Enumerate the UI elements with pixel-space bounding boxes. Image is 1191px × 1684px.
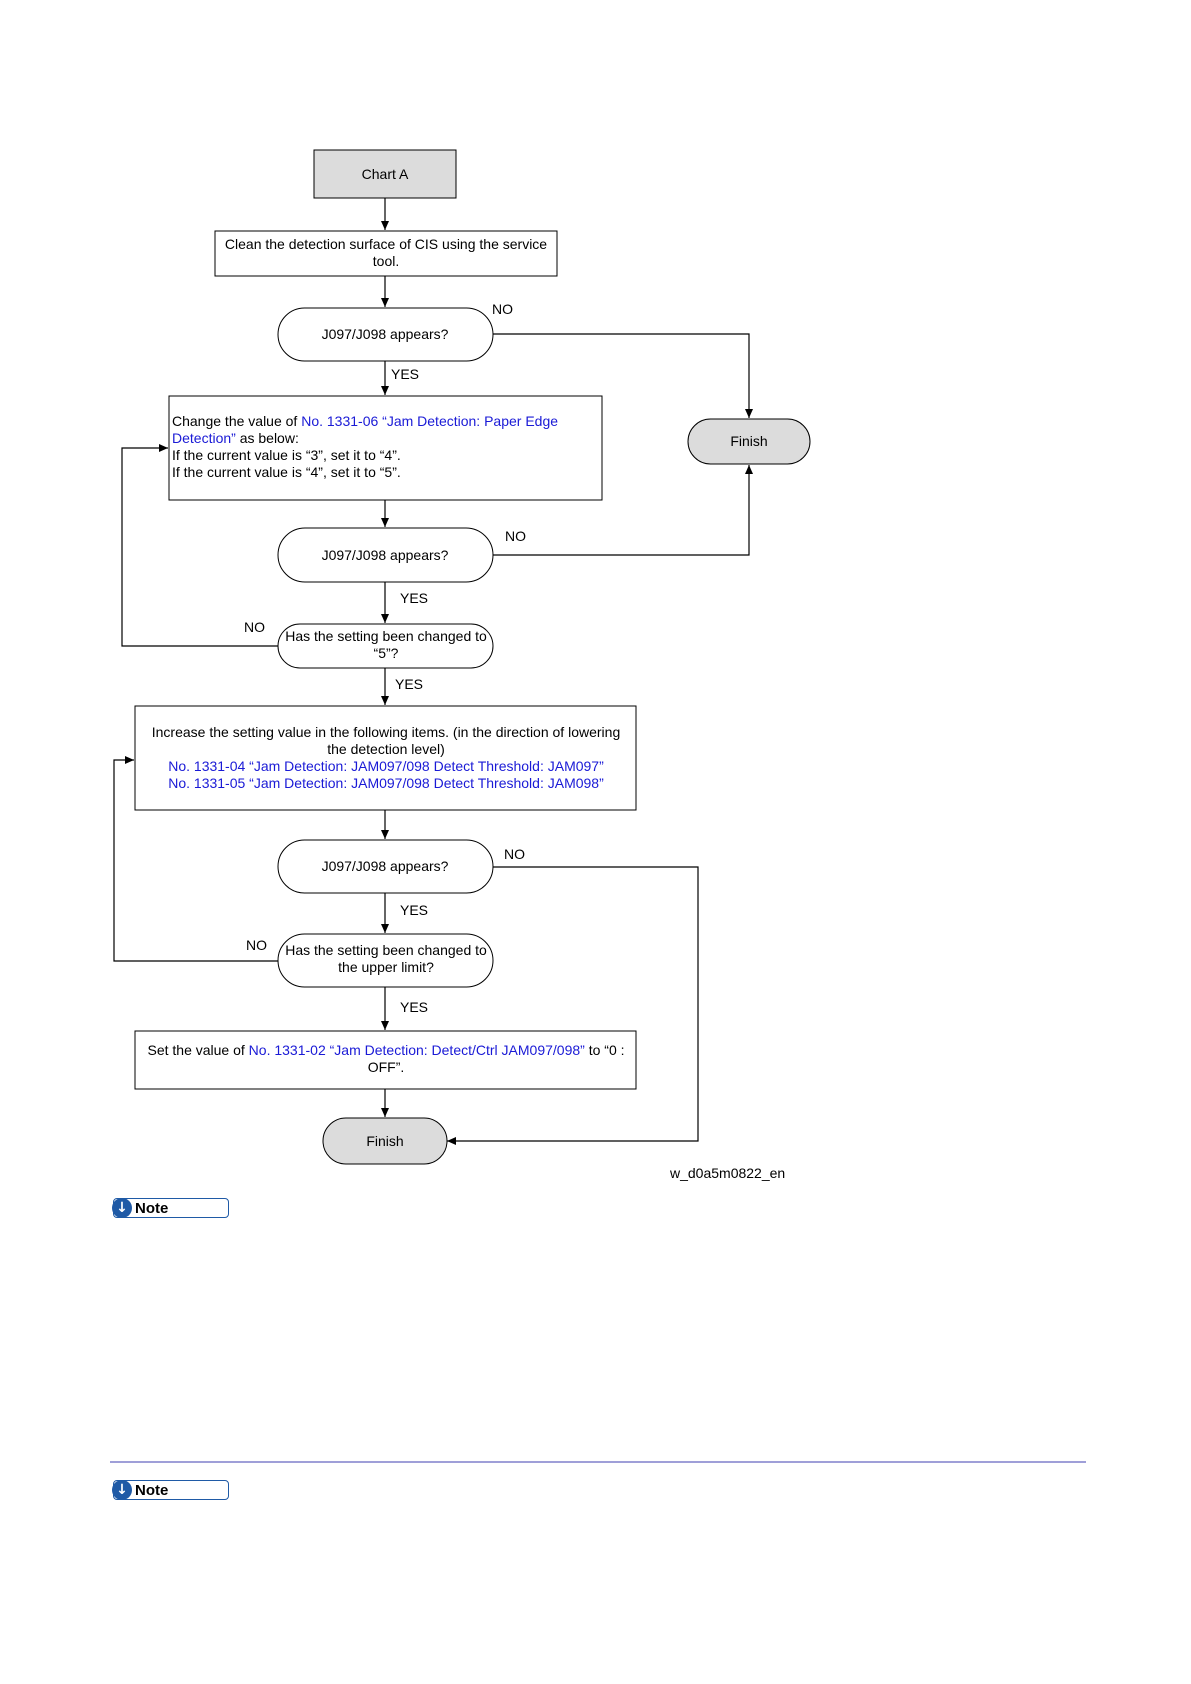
figure-caption: w_d0a5m0822_en — [669, 1165, 785, 1181]
clean-step-line-2: tool. — [373, 253, 399, 269]
change-step-line-2: Detection” as below: — [172, 430, 299, 446]
finish-bottom-label: Finish — [366, 1133, 403, 1149]
note-badge: ↓ Note — [112, 1198, 229, 1218]
connector-no-5 — [113, 756, 278, 962]
connector-no-2 — [493, 465, 753, 556]
increase-step-link-2[interactable]: No. 1331-05 “Jam Detection: JAM097/098 D… — [168, 775, 604, 791]
set-step-line-2: OFF”. — [368, 1059, 405, 1075]
finish-bottom — [322, 1117, 448, 1165]
change-step-line-1: Change the value of No. 1331-06 “Jam Det… — [172, 413, 558, 429]
set-step-box — [134, 1030, 637, 1090]
decision-5-line-2: the upper limit? — [338, 959, 434, 975]
note-label: Note — [135, 1199, 169, 1217]
change-step-line-4: If the current value is “4”, set it to “… — [172, 464, 401, 480]
no-label-3: NO — [244, 619, 265, 635]
decision-3-line-2: “5”? — [374, 645, 399, 661]
no-label-4: NO — [504, 846, 525, 862]
no-label-1: NO — [492, 301, 513, 317]
connector-no-4 — [447, 866, 699, 1145]
yes-label-2: YES — [400, 590, 428, 606]
decision-3-line-1: Has the setting been changed to — [285, 628, 487, 644]
set-step-line-1: Set the value of No. 1331-02 “Jam Detect… — [147, 1042, 624, 1058]
finish-right — [687, 418, 811, 465]
connector-no-1 — [493, 333, 753, 418]
change-step-box — [168, 395, 603, 501]
down-arrow-icon: ↓ — [112, 1480, 132, 1500]
section-divider — [110, 1461, 1086, 1463]
decision-5-line-1: Has the setting been changed to — [285, 942, 487, 958]
yes-label-3: YES — [395, 676, 423, 692]
note-label: Note — [135, 1481, 169, 1499]
start-box — [313, 149, 457, 199]
increase-step-line-2: the detection level) — [327, 741, 445, 757]
decision-4-label: J097/J098 appears? — [322, 858, 449, 874]
increase-step-line-1: Increase the setting value in the follow… — [152, 724, 620, 740]
connector-no-3 — [121, 444, 278, 647]
yes-label-1: YES — [391, 366, 419, 382]
clean-step-line-1: Clean the detection surface of CIS using… — [225, 236, 547, 252]
yes-label-4: YES — [400, 902, 428, 918]
clean-step-box — [214, 230, 558, 277]
increase-step-box — [134, 705, 637, 811]
finish-right-label: Finish — [730, 433, 767, 449]
no-label-5: NO — [246, 937, 267, 953]
decision-2-label: J097/J098 appears? — [322, 547, 449, 563]
down-arrow-icon: ↓ — [112, 1198, 132, 1218]
start-label: Chart A — [362, 166, 409, 182]
no-label-2: NO — [505, 528, 526, 544]
decision-1-label: J097/J098 appears? — [322, 326, 449, 342]
yes-label-5: YES — [400, 999, 428, 1015]
note-badge: ↓ Note — [112, 1480, 229, 1500]
change-step-line-3: If the current value is “3”, set it to “… — [172, 447, 401, 463]
increase-step-link-1[interactable]: No. 1331-04 “Jam Detection: JAM097/098 D… — [168, 758, 604, 774]
